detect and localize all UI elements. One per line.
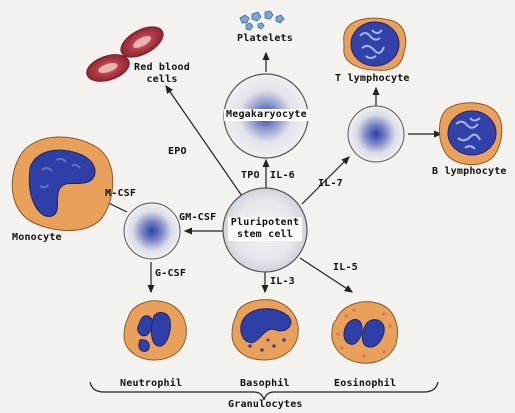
basophil-cell [231, 299, 299, 361]
b-lymphocyte-label: B lymphocyte [432, 166, 507, 177]
b-lymphocyte-cell [439, 102, 503, 165]
red-blood-cells [86, 26, 164, 82]
mcsf-label: M-CSF [105, 188, 137, 199]
eosinophil-cell [331, 301, 398, 364]
gcsf-label: G-CSF [155, 268, 187, 279]
il6-label: IL-6 [270, 170, 295, 181]
red-blood-cells-label-line1: Red blood [134, 62, 190, 73]
neutrophil-label: Neutrophil [120, 378, 183, 389]
gmcsf-label: GM-CSF [179, 212, 217, 223]
stem-cell-label: Pluripotent stem cell [228, 217, 302, 241]
monocyte-cell [11, 136, 114, 231]
stem-cell-label-line2: stem cell [237, 229, 293, 240]
il7-label: IL-7 [318, 178, 343, 189]
stem-cell-label-line1: Pluripotent [230, 217, 300, 228]
red-blood-cells-label: Red blood cells [126, 62, 198, 86]
granulocytes-brace [89, 381, 439, 401]
granulocytes-label: Granulocytes [228, 399, 303, 410]
lymphoid-progenitor-cell [347, 105, 405, 163]
epo-label: EPO [168, 146, 187, 157]
neutrophil-cell [123, 300, 187, 361]
arrow-to-eosinophil [299, 257, 354, 293]
megakaryocyte-label: Megakaryocyte [224, 109, 309, 121]
platelets-label: Platelets [237, 33, 293, 44]
basophil-label: Basophil [240, 378, 290, 389]
t-lymphocyte-label: T lymphocyte [335, 73, 410, 84]
t-lymphocyte-cell [343, 17, 407, 71]
red-blood-cells-label-line2: cells [146, 74, 178, 85]
myeloid-progenitor-cell [123, 202, 181, 260]
arrows [88, 51, 443, 294]
il3-label: IL-3 [270, 276, 295, 287]
eosinophil-label: Eosinophil [334, 378, 397, 389]
arrow-to-red-blood-cells [165, 85, 243, 197]
arrow-to-lymphoid-progenitor [301, 156, 350, 205]
monocyte-label: Monocyte [12, 232, 62, 243]
platelets-cell [239, 10, 285, 31]
tpo-label: TPO [241, 170, 260, 181]
il5-label: IL-5 [333, 262, 358, 273]
